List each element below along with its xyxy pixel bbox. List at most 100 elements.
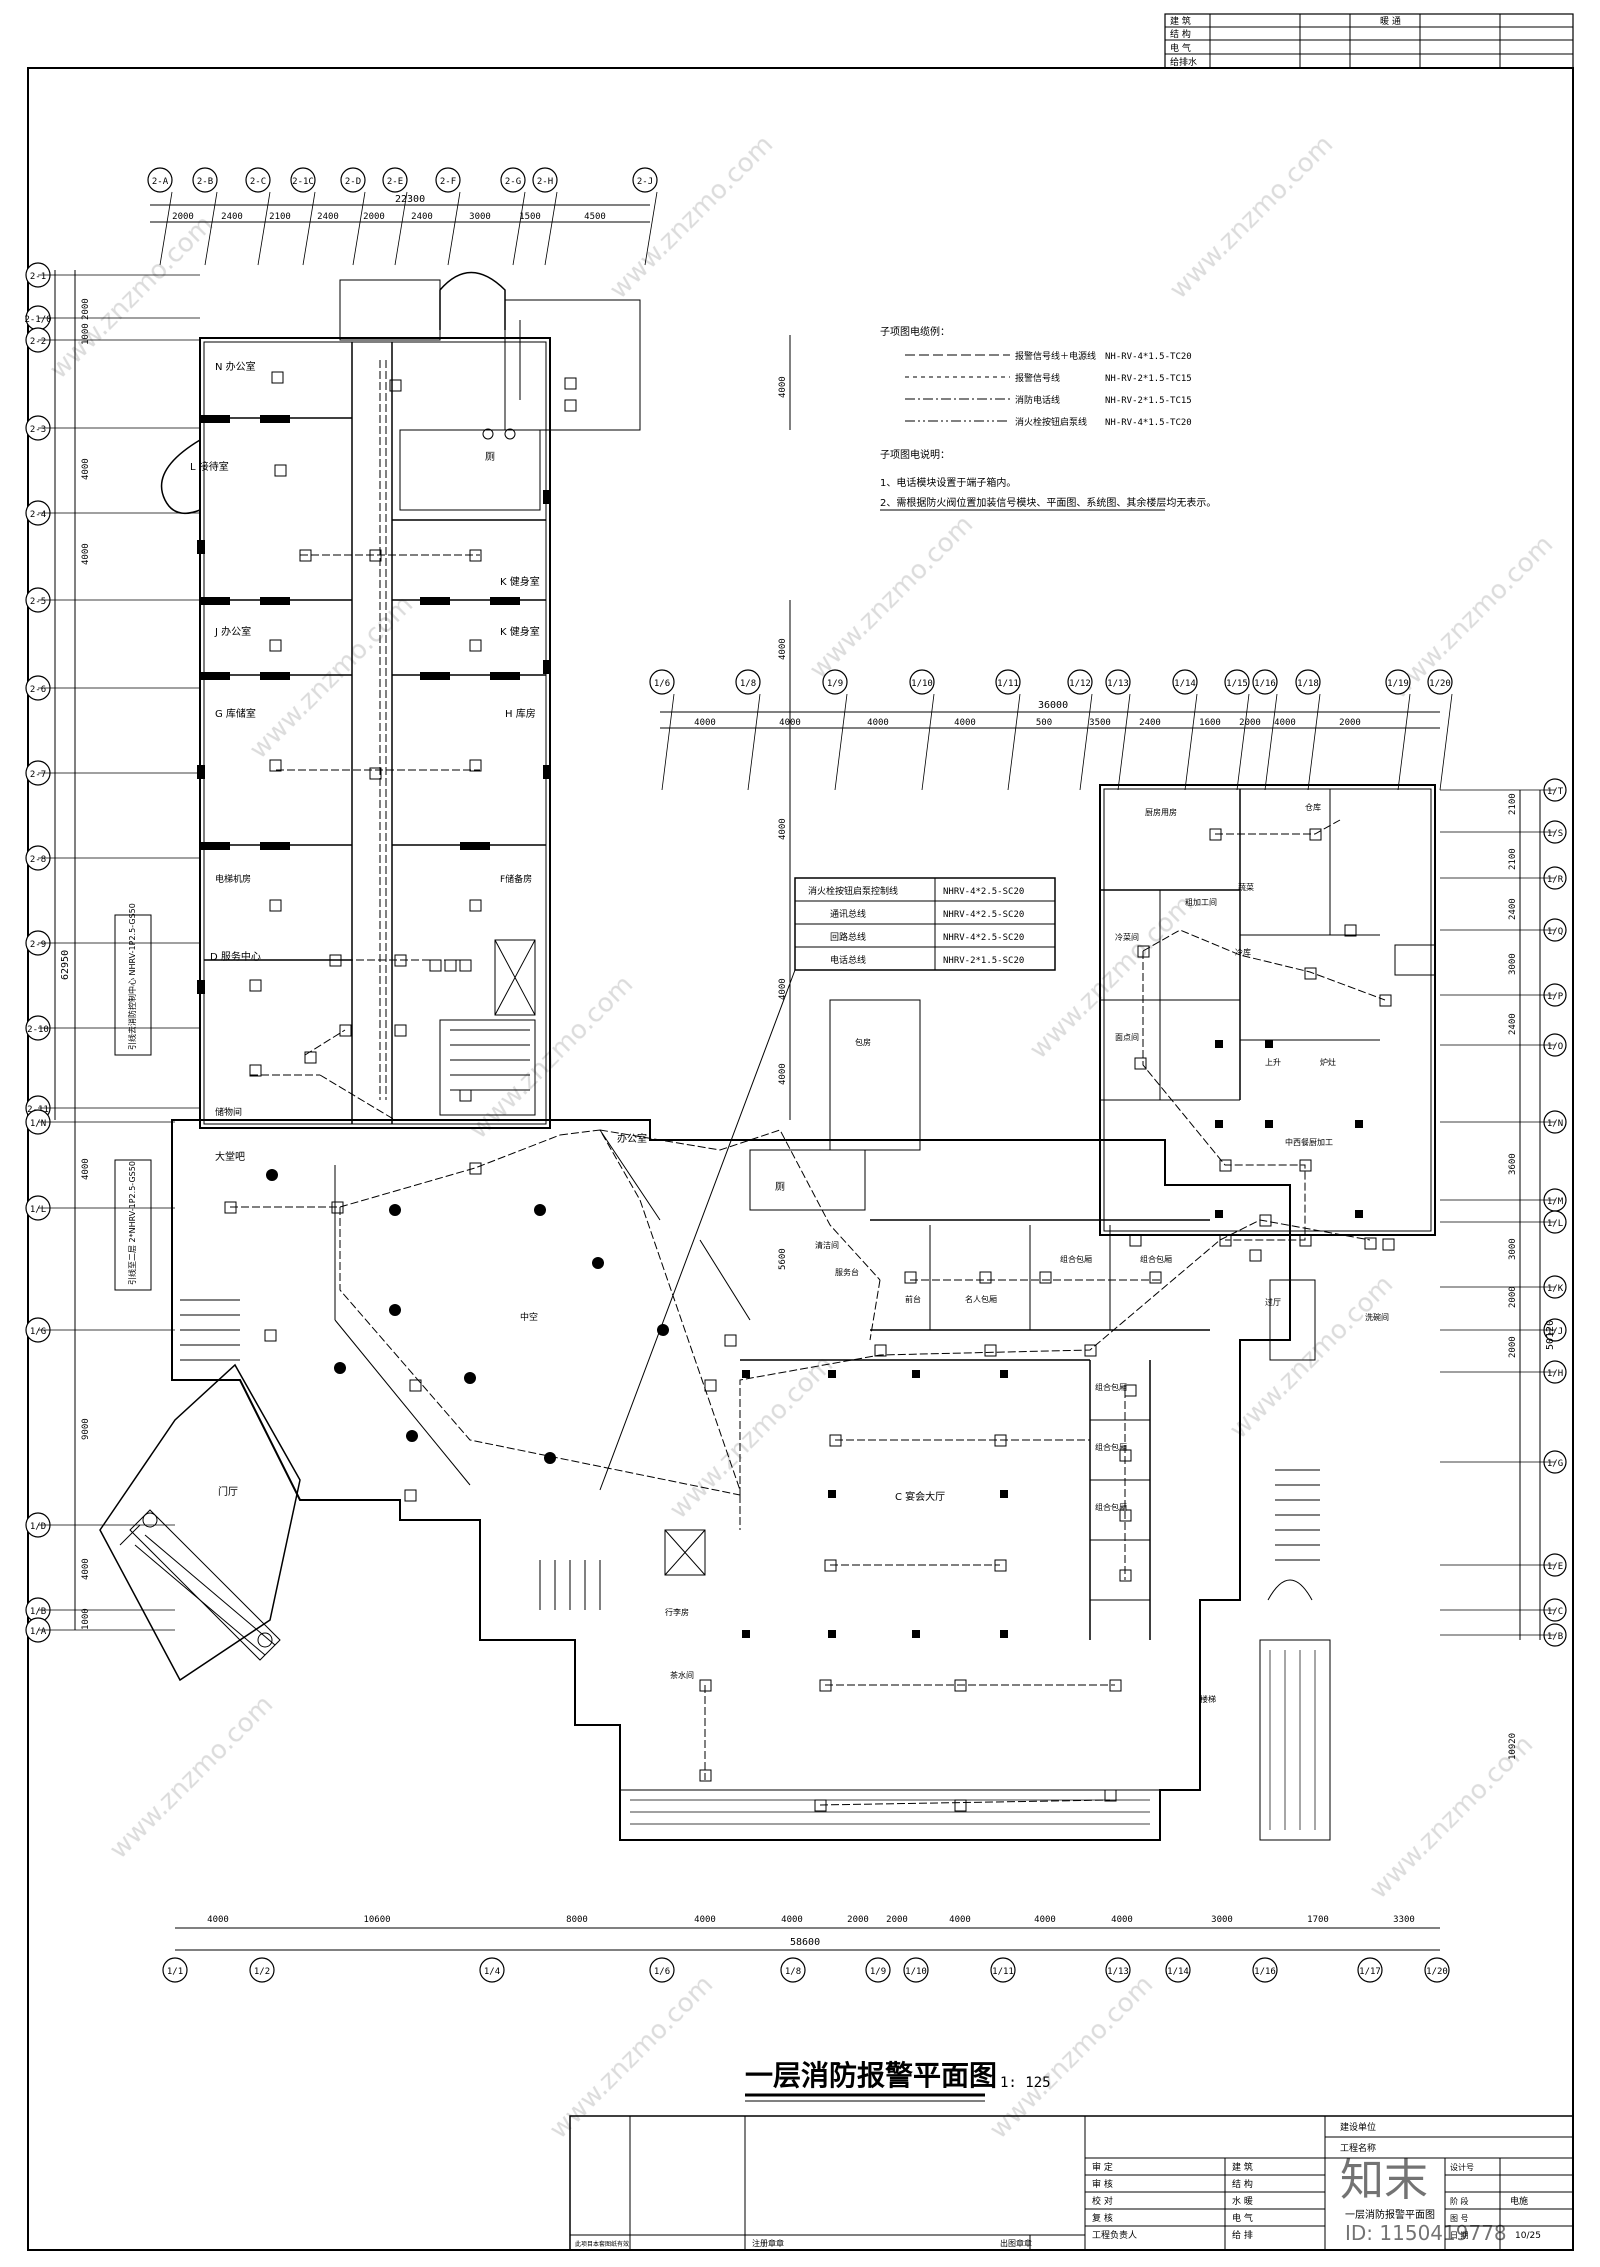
dim-value: 3300: [1393, 1915, 1415, 1925]
axis-left-lower: 1/N1/L1/G1/D1/B1/A: [25, 1109, 175, 1643]
wire-note-a: 引线去消防控制中心 NHRV-1P2.5-GS50: [127, 903, 137, 1050]
axis-label: 1/20: [1429, 679, 1451, 689]
axis-label: 1/J: [1547, 1327, 1563, 1337]
dim-value: 2400: [1139, 718, 1161, 728]
room-bk1: 组合包厢: [1060, 1254, 1092, 1264]
axis-label: 2-1/0: [24, 315, 51, 325]
svg-text:2000: 2000: [81, 298, 91, 320]
logo-text: 知末: [1340, 2155, 1428, 2206]
axis-bubble-2-G: 2-G: [500, 167, 526, 266]
title-block: 此项目本套图纸有效 注册章章 出图章章 审 定 审 核 校 对 复 核 工程负责…: [569, 2115, 1574, 2251]
wing-2-plan: [160, 271, 641, 1129]
axis-label: 1/10: [905, 1967, 927, 1977]
axis-label: 1/S: [1547, 829, 1563, 839]
axis-label: 1/19: [1387, 679, 1409, 689]
axis-label: 1/M: [1547, 1197, 1564, 1207]
room-wc: 厕: [775, 1181, 785, 1193]
axis-bubble-2-A: 2-A: [147, 167, 173, 266]
dim-value: 4000: [694, 718, 716, 728]
svg-text:4000: 4000: [81, 1558, 91, 1580]
room-drink: 茶水间: [670, 1670, 694, 1680]
axis-label: 1/G: [30, 1327, 46, 1337]
axis-label: 2-B: [197, 177, 213, 187]
stamp-row-2: 结 构: [1170, 28, 1191, 40]
dim-value: 1700: [1307, 1915, 1329, 1925]
svg-text:2000: 2000: [1508, 1336, 1518, 1358]
drawing-scale: 1: 125: [1000, 2075, 1051, 2091]
svg-text:2400: 2400: [1508, 1013, 1518, 1035]
room-j: J 办公室: [214, 625, 251, 638]
svg-text:2100: 2100: [1508, 848, 1518, 870]
znzmo-logo: 知末 ID: 1150419778: [1340, 2155, 1507, 2245]
axis-bubble-1-L: 1/L: [25, 1195, 175, 1221]
axis-bubble-1-P: 1/P: [1440, 983, 1567, 1007]
axis-left: 2-12-1/02-22-32-42-52-62-72-82-92-102-11: [24, 262, 200, 1121]
axis-bubble-1-R: 1/R: [1440, 866, 1567, 890]
axis-label: 1/14: [1167, 1967, 1189, 1977]
axis-label: 1/12: [1069, 679, 1091, 689]
dim-value: 4000: [1034, 1915, 1056, 1925]
svg-text:www.znzmo.com: www.znzmo.com: [464, 970, 639, 1145]
axis-bubble-1-6: 1/6: [649, 1957, 675, 1983]
axis-label: 2-8: [30, 855, 46, 865]
room-el: 电梯机房: [215, 873, 251, 885]
axis-bubble-2-1: 2-1: [25, 262, 200, 288]
axis-label: 2-3: [30, 425, 46, 435]
svg-text:www.znzmo.com: www.znzmo.com: [984, 1970, 1159, 2145]
axis-bubble-1-20: 1/20: [1424, 1957, 1450, 1983]
wing-2-devices: [249, 360, 577, 1121]
room-n: N 办公室: [215, 360, 256, 373]
cable-row-1-name: 消火栓按钮启泵控制线: [808, 885, 898, 897]
room-lift: 行李房: [665, 1607, 689, 1617]
axis-label: 1/G: [1547, 1459, 1563, 1469]
dim-value: 500: [1036, 718, 1052, 728]
axis-label: 1/18: [1297, 679, 1319, 689]
axis-label: 2-2: [30, 337, 46, 347]
main-devices: [224, 819, 1395, 1812]
dim-bottom-total: 58600: [790, 1937, 820, 1948]
room-store: 仓库: [1305, 802, 1321, 812]
axis-label: 1/9: [827, 679, 843, 689]
legend-item-4-label: 消火栓按钮启泵线: [1015, 416, 1087, 428]
svg-text:2100: 2100: [1508, 793, 1518, 815]
room-k1: K 健身室: [500, 575, 540, 588]
discipline-4: 电 气: [1232, 2212, 1253, 2224]
axis-label: 2-4: [30, 510, 46, 520]
axis-label: 2-C: [250, 177, 266, 187]
axis-bubble-2-1C: 2-1C: [290, 167, 316, 266]
axis-label: 1/13: [1107, 679, 1129, 689]
dim-value: 4000: [207, 1915, 229, 1925]
svg-text:4000: 4000: [778, 978, 788, 1000]
axis-bubble-1-G: 1/G: [25, 1317, 175, 1343]
stamp-col-label: 暖 通: [1380, 15, 1401, 27]
axis-bubble-1-O: 1/O: [1440, 1033, 1567, 1057]
svg-text:www.znzmo.com: www.znzmo.com: [1024, 890, 1199, 1065]
cable-table: 消火栓按钮启泵控制线 NHRV-4*2.5-SC20 通讯总线 NHRV-4*2…: [599, 877, 1056, 1491]
stage-label: 阶 段: [1450, 2196, 1469, 2206]
dim-value: 3000: [1211, 1915, 1233, 1925]
axis-bubble-1-H: 1/H: [1440, 1360, 1567, 1384]
axis-bubble-1-Q: 1/Q: [1440, 918, 1567, 942]
room-bk4: 组合包厢: [1095, 1442, 1127, 1452]
legend-item-2-spec: NH-RV-2*1.5-TC15: [1105, 374, 1192, 384]
room-wash: 洗碗间: [1365, 1312, 1389, 1322]
axis-label: 1/16: [1254, 1967, 1276, 1977]
axis-bubble-1-13: 1/13: [1105, 1957, 1131, 1983]
legend-note-1: 1、电话模块设置于端子箱内。: [880, 476, 1016, 489]
wing-2-room-labels: N 办公室 L 接待室 K 健身室 J 办公室 K 健身室 G 库储室 H 库房…: [190, 360, 540, 1118]
axis-label: 1/Q: [1547, 927, 1563, 937]
dim-value: 3500: [1089, 718, 1111, 728]
room-h: H 库房: [505, 707, 536, 720]
svg-text:www.znzmo.com: www.znzmo.com: [1224, 1270, 1399, 1445]
axis-bubble-2-5: 2-5: [25, 587, 200, 613]
axis-bubble-2-E: 2-E: [382, 167, 408, 266]
axis-bubble-1-1: 1/1: [162, 1957, 188, 1983]
axis-label: 1/6: [654, 1967, 670, 1977]
axis-label: 2-D: [345, 177, 361, 187]
dim-value: 2000: [363, 212, 385, 222]
axis-label: 2-6: [30, 685, 46, 695]
design-label: 设计号: [1450, 2162, 1474, 2172]
